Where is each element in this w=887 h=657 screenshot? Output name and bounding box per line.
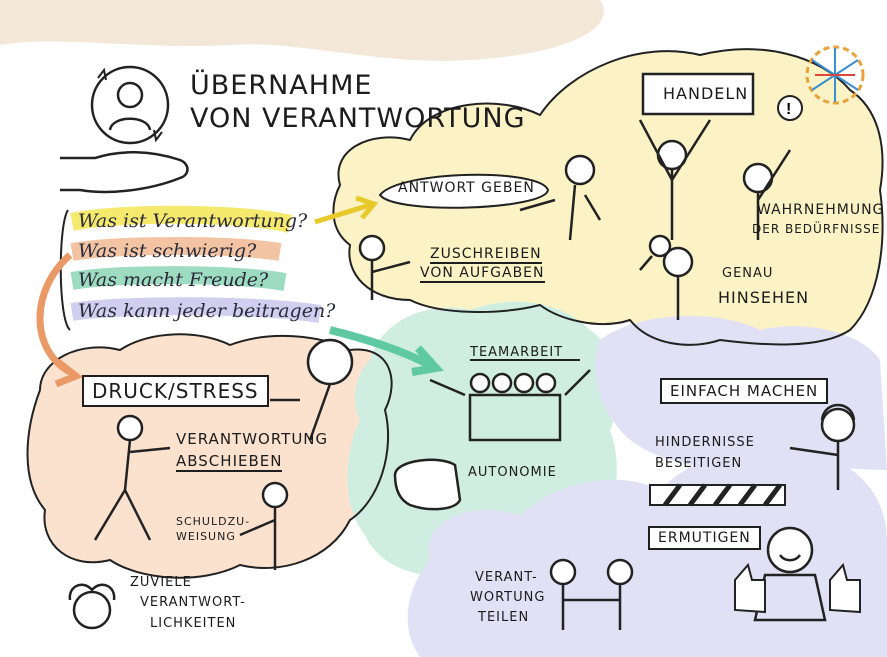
question-verantwortung: Was ist Verantwortung? (78, 210, 308, 232)
label-einfach-machen: EINFACH MACHEN (660, 378, 829, 404)
label-zuviele-3: LICHKEITEN (150, 616, 237, 631)
beige-wash (0, 0, 604, 61)
label-teilen-3: TEILEN (478, 610, 530, 625)
question-freude: Was macht Freude? (78, 269, 269, 291)
green-arrow (329, 326, 432, 369)
question-beitragen: Was kann jeder beitragen? (78, 300, 336, 322)
label-schuld-2: WEISUNG (176, 530, 236, 543)
label-hindernisse-1: HINDERNISSE (655, 435, 755, 450)
label-druck-stress: DRUCK/STRESS (82, 375, 269, 407)
svg-text:!: ! (786, 101, 791, 118)
hand-icon (60, 151, 189, 194)
title-line-2: VON VERANTWORTUNG (190, 103, 526, 134)
person-circle-icon (90, 65, 170, 145)
fist-icon (393, 458, 462, 511)
label-wahrnehmung-1: WAHRNEHMUNG (757, 202, 885, 218)
label-wahrnehmung-2: DER BEDÜRFNISSE (752, 222, 881, 236)
label-genau-1: GENAU (722, 266, 774, 281)
label-ermutigen: ERMUTIGEN (648, 526, 761, 550)
label-zuschreiben-1: ZUSCHREIBEN (430, 246, 542, 264)
thumbs-up-icon (734, 562, 766, 614)
label-zuviele-2: VERANTWORT- (140, 595, 246, 610)
label-autonomie: AUTONOMIE (468, 465, 557, 480)
label-zuviele-1: ZUVIELE (130, 575, 192, 590)
label-antwort-geben: ANTWORT GEBEN (398, 180, 535, 196)
label-abschieben-1: VERANTWORTUNG (176, 430, 329, 448)
label-teilen-1: VERANT- (475, 570, 538, 585)
label-schuld-1: SCHULDZU- (176, 515, 251, 528)
label-handeln: HANDELN (663, 84, 749, 103)
barrier-icon (649, 483, 786, 507)
question-schwierig: Was ist schwierig? (78, 240, 257, 262)
label-abschieben-2: ABSCHIEBEN (176, 452, 283, 472)
label-hindernisse-2: BESEITIGEN (655, 456, 743, 471)
label-zuschreiben-2: VON AUFGABEN (420, 265, 545, 283)
logo-icon (805, 45, 865, 105)
yellow-cloud (333, 49, 883, 345)
label-genau-2: HINSEHEN (718, 288, 810, 307)
yellow-arrow (314, 202, 371, 225)
label-teilen-2: WORTUNG (470, 590, 546, 605)
label-teamarbeit: TEAMARBEIT (470, 345, 564, 360)
title-line-1: ÜBERNAHME (190, 70, 373, 101)
